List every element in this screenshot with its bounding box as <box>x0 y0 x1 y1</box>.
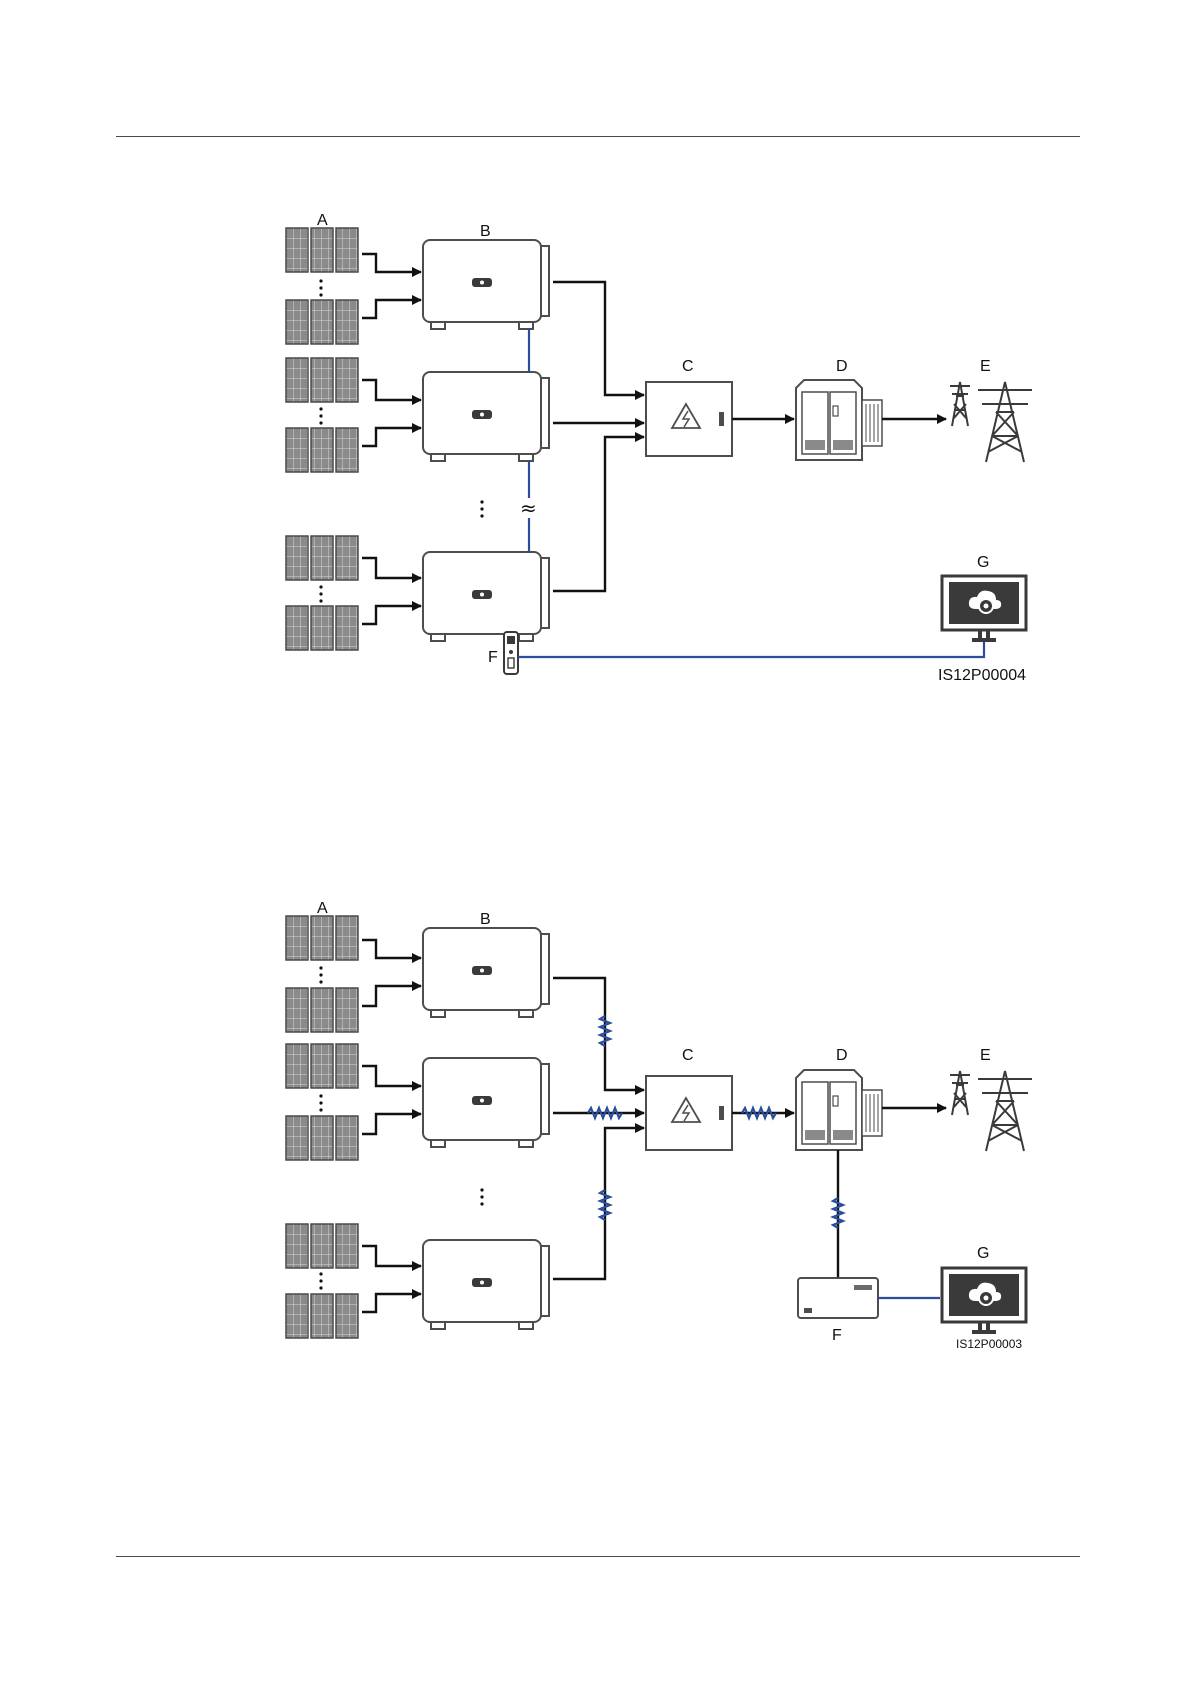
zigzag-plc-icon <box>742 1108 776 1118</box>
solar-panel-array-icon <box>286 1224 358 1268</box>
solar-panel-array-icon <box>286 536 358 580</box>
dc-input-arrows <box>362 940 421 1312</box>
vertical-ellipsis-icon <box>319 279 322 296</box>
ac-combiner-box-icon <box>646 382 732 456</box>
ac-output-lines <box>553 978 644 1279</box>
footer-rule <box>116 1556 1080 1557</box>
solar-panel-array-icon <box>286 228 358 272</box>
approx-break-icon: ≈ <box>520 496 537 520</box>
pv-strings <box>286 916 358 1338</box>
label-pv-strings: A <box>317 212 328 229</box>
box-transformer-icon <box>796 1070 882 1150</box>
label-smartlogger: F <box>832 1327 842 1344</box>
inverter-icon <box>423 372 549 461</box>
dongle-to-management-link <box>518 642 984 657</box>
label-box-transformer: D <box>836 358 848 375</box>
zigzag-plc-icon <box>588 1108 622 1118</box>
label-dongle: F <box>488 649 498 666</box>
management-system-monitor-icon <box>942 576 1026 640</box>
label-pv-strings: A <box>317 900 328 917</box>
solar-panel-array-icon <box>286 1044 358 1088</box>
label-power-grid: E <box>980 358 991 375</box>
vertical-ellipsis-icon <box>319 1094 322 1111</box>
vertical-ellipsis-icon <box>480 500 483 517</box>
vertical-ellipsis-icon <box>480 1188 483 1205</box>
solar-panel-array-icon <box>286 358 358 402</box>
figure-smartlogger-networking: A B C D E F G IS12P00003 <box>0 888 1191 1368</box>
inverter-icon <box>423 1240 549 1329</box>
solar-panel-array-icon <box>286 988 358 1032</box>
ac-output-lines <box>553 282 644 591</box>
inverter-icon <box>423 928 549 1017</box>
solar-panel-array-icon <box>286 300 358 344</box>
smart-dongle-icon <box>504 632 518 674</box>
vertical-ellipsis-icon <box>319 1272 322 1289</box>
label-power-grid: E <box>980 1047 991 1064</box>
solar-panel-array-icon <box>286 1116 358 1160</box>
inverter-icon <box>423 552 549 641</box>
label-inverter: B <box>480 223 491 240</box>
figure-code: IS12P00003 <box>956 1337 1022 1351</box>
figure-code: IS12P00004 <box>938 667 1026 684</box>
ac-combiner-box-icon <box>646 1076 732 1150</box>
vertical-ellipsis-icon <box>319 966 322 983</box>
label-ac-combiner: C <box>682 1047 694 1064</box>
label-ac-combiner: C <box>682 358 694 375</box>
header-rule <box>116 136 1080 137</box>
solar-panel-array-icon <box>286 606 358 650</box>
label-management-system: G <box>977 554 989 571</box>
label-box-transformer: D <box>836 1047 848 1064</box>
solar-panel-array-icon <box>286 1294 358 1338</box>
vertical-ellipsis-icon <box>319 585 322 602</box>
dc-input-arrows <box>362 254 421 624</box>
solar-panel-array-icon <box>286 428 358 472</box>
management-system-monitor-icon <box>942 1268 1026 1332</box>
inverter-icon <box>423 240 549 329</box>
inverter-icon <box>423 1058 549 1147</box>
pv-strings <box>286 228 358 650</box>
vertical-ellipsis-icon <box>319 407 322 424</box>
figure-dongle-networking: ≈ <box>0 200 1191 700</box>
solar-panel-array-icon <box>286 916 358 960</box>
smartlogger-icon <box>798 1278 878 1318</box>
power-grid-tower-icon <box>950 382 1032 462</box>
label-management-system: G <box>977 1245 989 1262</box>
box-transformer-icon <box>796 380 882 460</box>
label-inverter: B <box>480 911 491 928</box>
power-grid-tower-icon <box>950 1071 1032 1151</box>
